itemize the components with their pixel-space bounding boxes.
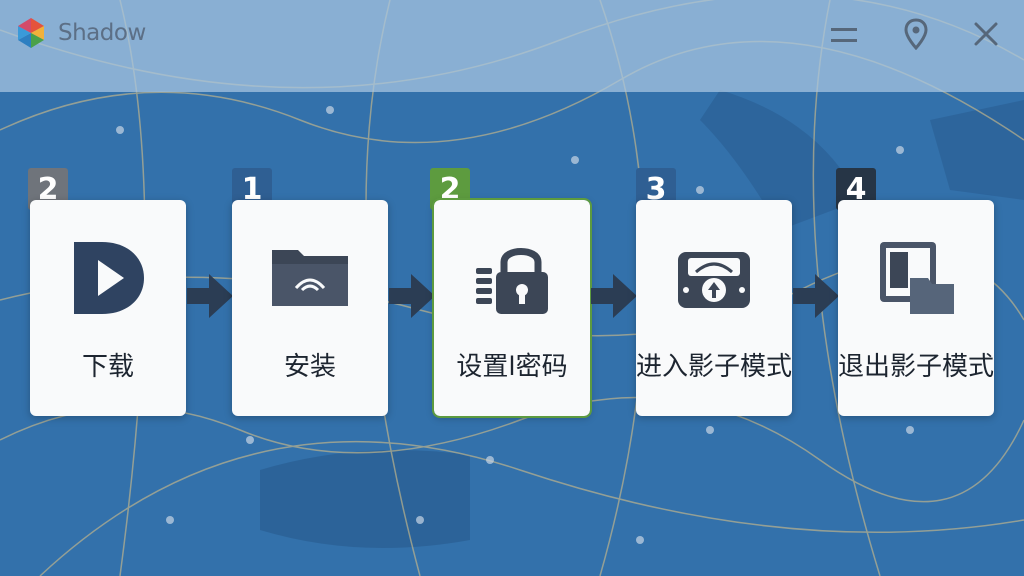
lock-icon (476, 248, 548, 314)
step-card-install[interactable]: 安装 (232, 200, 388, 416)
title-bar (0, 0, 1024, 92)
arrow-right-icon (389, 274, 435, 318)
step-card-set-password[interactable]: 设置l密码 (432, 198, 592, 418)
shadow-logo-icon (18, 18, 44, 48)
step-label: 设置l密码 (456, 352, 568, 382)
step-label: 退出影子模式 (838, 352, 995, 382)
step-label: 进入影子模式 (636, 352, 793, 382)
app-title: Shadow (58, 20, 146, 46)
exit-icon (880, 242, 954, 314)
close-icon (974, 22, 998, 46)
step-card-exit-shadow-mode[interactable]: 退出影子模式 (838, 200, 994, 416)
pin-icon (904, 18, 928, 50)
arrow-right-icon (187, 274, 233, 318)
step-label: 下载 (81, 352, 134, 382)
step-label: 安装 (283, 352, 336, 382)
minimize-icon (831, 28, 857, 42)
step-card-enter-shadow-mode[interactable]: 进入影子模式 (636, 200, 792, 416)
pin-button[interactable] (898, 16, 934, 52)
close-button[interactable] (968, 16, 1004, 52)
safe-icon (678, 252, 750, 308)
step-card-download[interactable]: 下载 (30, 200, 186, 416)
minimize-button[interactable] (826, 16, 862, 52)
play-icon (74, 242, 144, 314)
arrow-right-icon (793, 274, 839, 318)
arrow-right-icon (591, 274, 637, 318)
folder-icon (272, 250, 348, 306)
